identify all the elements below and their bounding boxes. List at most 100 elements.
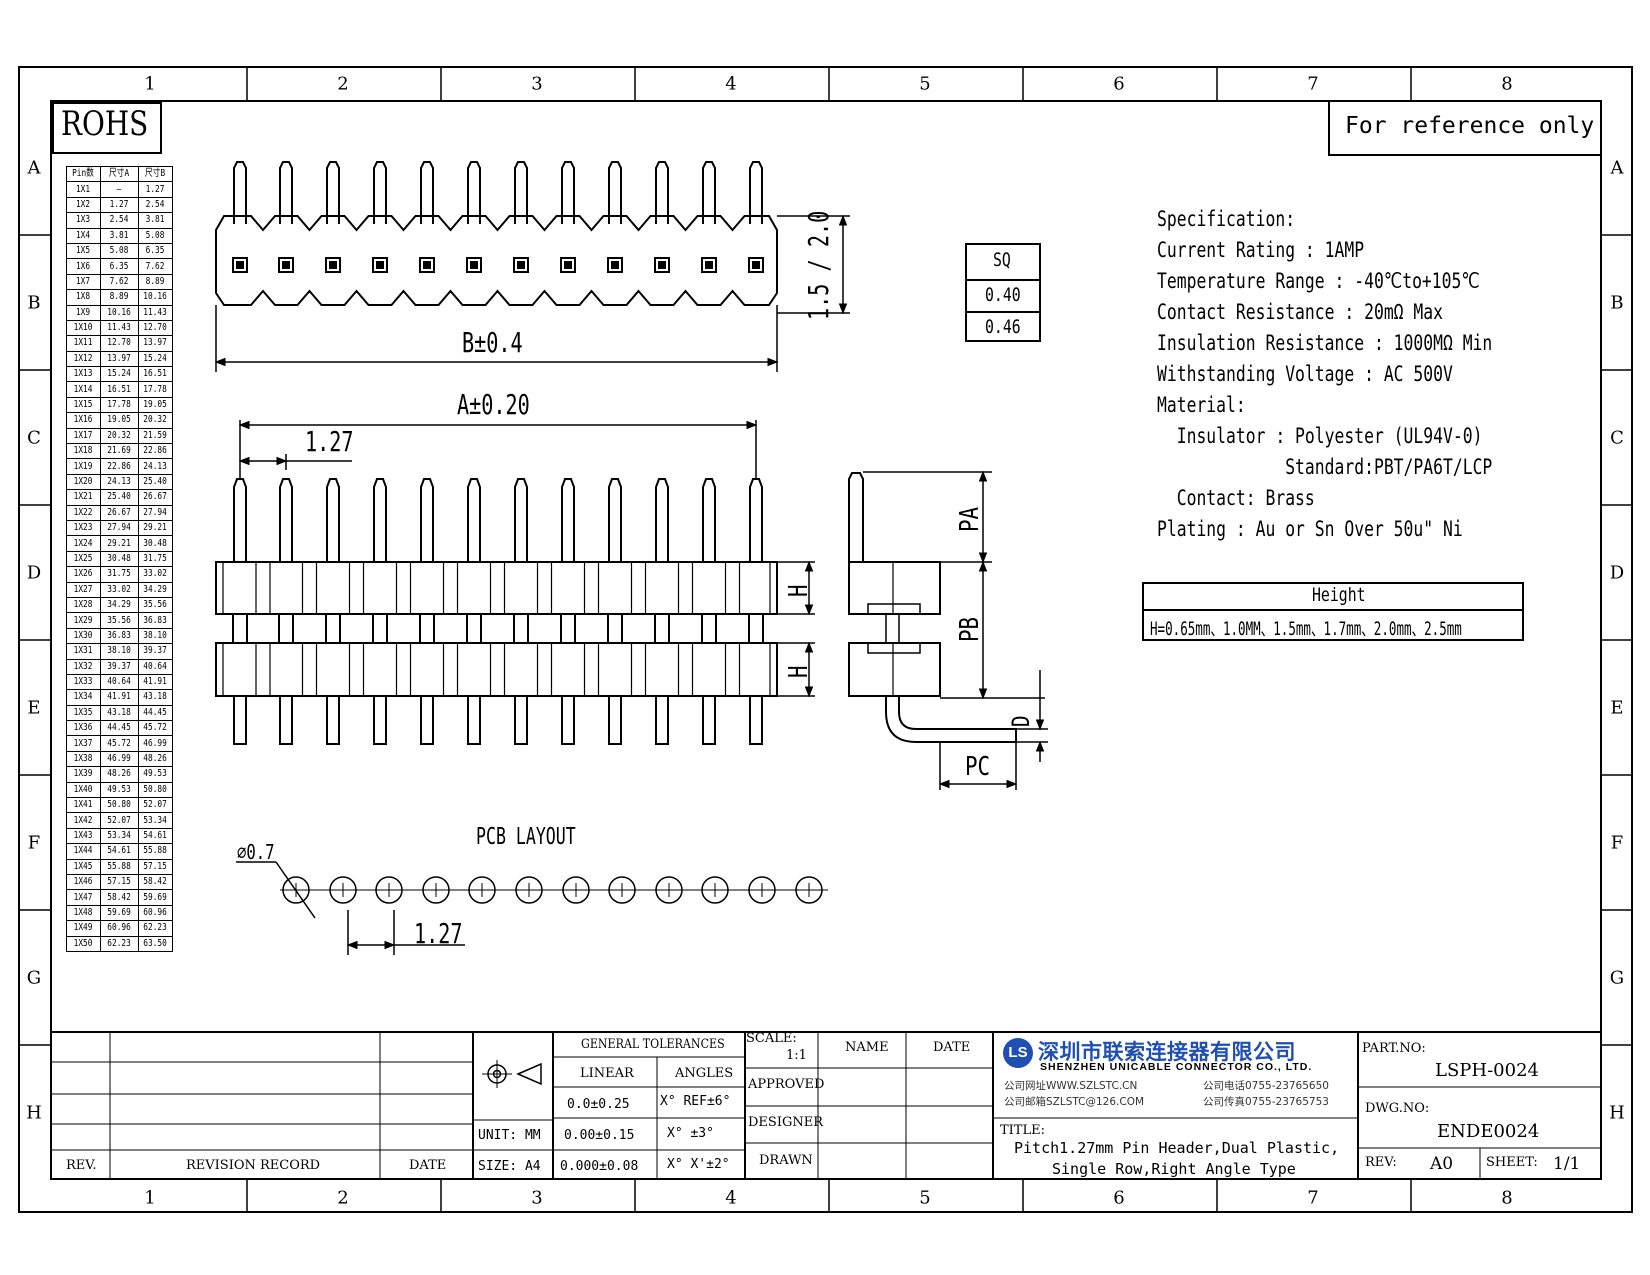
table-cell: 52.07 — [138, 797, 173, 814]
zone-row-F-left: F — [27, 832, 41, 854]
front-view-pin — [279, 478, 293, 562]
table-cell: 1X27 — [66, 581, 101, 598]
table-cell: 20.32 — [100, 427, 139, 445]
side-view-pin — [885, 614, 900, 643]
company-logo-icon: LS — [1003, 1038, 1033, 1068]
table-cell: 36.83 — [138, 612, 173, 629]
table-cell: 1.27 — [100, 196, 139, 214]
table-cell: 31.75 — [100, 566, 139, 583]
table-cell: 8.89 — [100, 289, 139, 306]
table-cell: 36.83 — [100, 627, 139, 645]
table-cell: 1X40 — [66, 781, 101, 799]
table-cell: 19.05 — [100, 412, 139, 429]
table-cell: 60.96 — [100, 920, 139, 937]
side-view-spacer — [867, 603, 921, 654]
zone-row-G-left: G — [26, 967, 42, 989]
tb-rev-value: A0 — [1430, 1154, 1454, 1174]
arrow-head — [214, 357, 226, 367]
side-view-bent-pin — [885, 696, 1017, 743]
zone-col-6-bottom: 6 — [1113, 1187, 1125, 1209]
pcb-hole — [468, 876, 496, 904]
table-cell: 1X14 — [66, 381, 101, 398]
tb-general-tolerances: GENERAL TOLERANCES — [581, 1037, 725, 1052]
top-view-pin-square — [372, 257, 388, 273]
spec-line: Material: — [1157, 393, 1246, 417]
tb-rev-label: REV. — [66, 1158, 97, 1173]
dim-d-label: D — [1007, 715, 1035, 727]
front-view-pin — [513, 614, 529, 643]
table-cell: 40.64 — [100, 673, 139, 691]
table-cell: 17.78 — [100, 396, 139, 414]
tb-dwg-no-label: DWG.NO: — [1365, 1101, 1430, 1116]
arrow-head — [1006, 779, 1018, 789]
arrow-head — [346, 940, 358, 950]
table-cell: 43.18 — [100, 704, 139, 722]
front-view-body-1 — [215, 561, 778, 615]
table-cell: 1X5 — [66, 242, 101, 260]
table-cell: 1X49 — [66, 920, 101, 937]
table-cell: 62.23 — [138, 920, 173, 937]
front-view-pin — [608, 478, 622, 562]
top-view-pin — [279, 161, 293, 224]
table-cell: 1X42 — [66, 812, 101, 829]
table-cell: 1X48 — [66, 904, 101, 922]
top-view-pin-square — [282, 261, 290, 269]
reference-note: For reference only — [1345, 113, 1595, 139]
front-view-pin — [373, 696, 387, 745]
arrow-head — [804, 686, 814, 698]
table-cell: 1X21 — [66, 489, 101, 506]
table-cell: 54.61 — [138, 827, 173, 845]
dim-body-height-label: 1.5 / 2.0 — [802, 210, 835, 320]
front-view-pin — [279, 696, 293, 745]
table-cell: 7.62 — [100, 273, 139, 291]
top-view-pin-square — [564, 261, 572, 269]
top-view-pin — [702, 161, 716, 224]
tb-title-line-2: Single Row,Right Angle Type — [1052, 1160, 1296, 1178]
arrow-head — [978, 688, 988, 700]
table-cell: 16.51 — [100, 381, 139, 398]
top-view-pin-square — [611, 261, 619, 269]
tb-designer: DESIGNER — [748, 1115, 823, 1130]
height-table — [1142, 582, 1524, 641]
spec-line: Contact Resistance : 20mΩ Max — [1157, 300, 1443, 324]
height-values: H=0.65mm、1.0MM、1.5mm、1.7mm、2.0mm、2.5mm — [1150, 618, 1462, 640]
table-row: 1X1—1.27 — [66, 181, 173, 198]
table-cell: 1X39 — [66, 766, 101, 783]
table-cell: 26.67 — [138, 489, 173, 506]
table-cell: 5.08 — [100, 242, 139, 260]
spec-line: Specification: — [1157, 207, 1296, 231]
front-view-pin — [232, 614, 248, 643]
table-cell: 1X10 — [66, 319, 101, 337]
top-view-pin-square — [466, 257, 482, 273]
top-view-pin-square — [423, 261, 431, 269]
table-cell: 38.10 — [138, 627, 173, 645]
tb-drawn: DRAWN — [759, 1153, 813, 1168]
tb-tol-2: 0.00±0.15 — [564, 1128, 635, 1143]
top-view-pin-square — [517, 261, 525, 269]
table-cell: 1X3 — [66, 212, 101, 229]
height-header: Height — [1312, 584, 1366, 606]
table-cell: 44.45 — [100, 720, 139, 737]
company-name-cn: 深圳市联索连接器有限公司 — [1038, 1040, 1296, 1064]
table-cell: 13.97 — [138, 335, 173, 352]
zone-row-D-left: D — [26, 562, 42, 584]
tb-date: DATE — [933, 1040, 971, 1055]
table-cell: 6.35 — [138, 242, 173, 260]
spec-line: Contact: Brass — [1157, 486, 1315, 510]
table-cell: 3.81 — [138, 212, 173, 229]
zone-row-C-right: C — [1610, 427, 1624, 449]
table-cell: 34.29 — [138, 581, 173, 598]
table-cell: 57.15 — [100, 873, 139, 891]
